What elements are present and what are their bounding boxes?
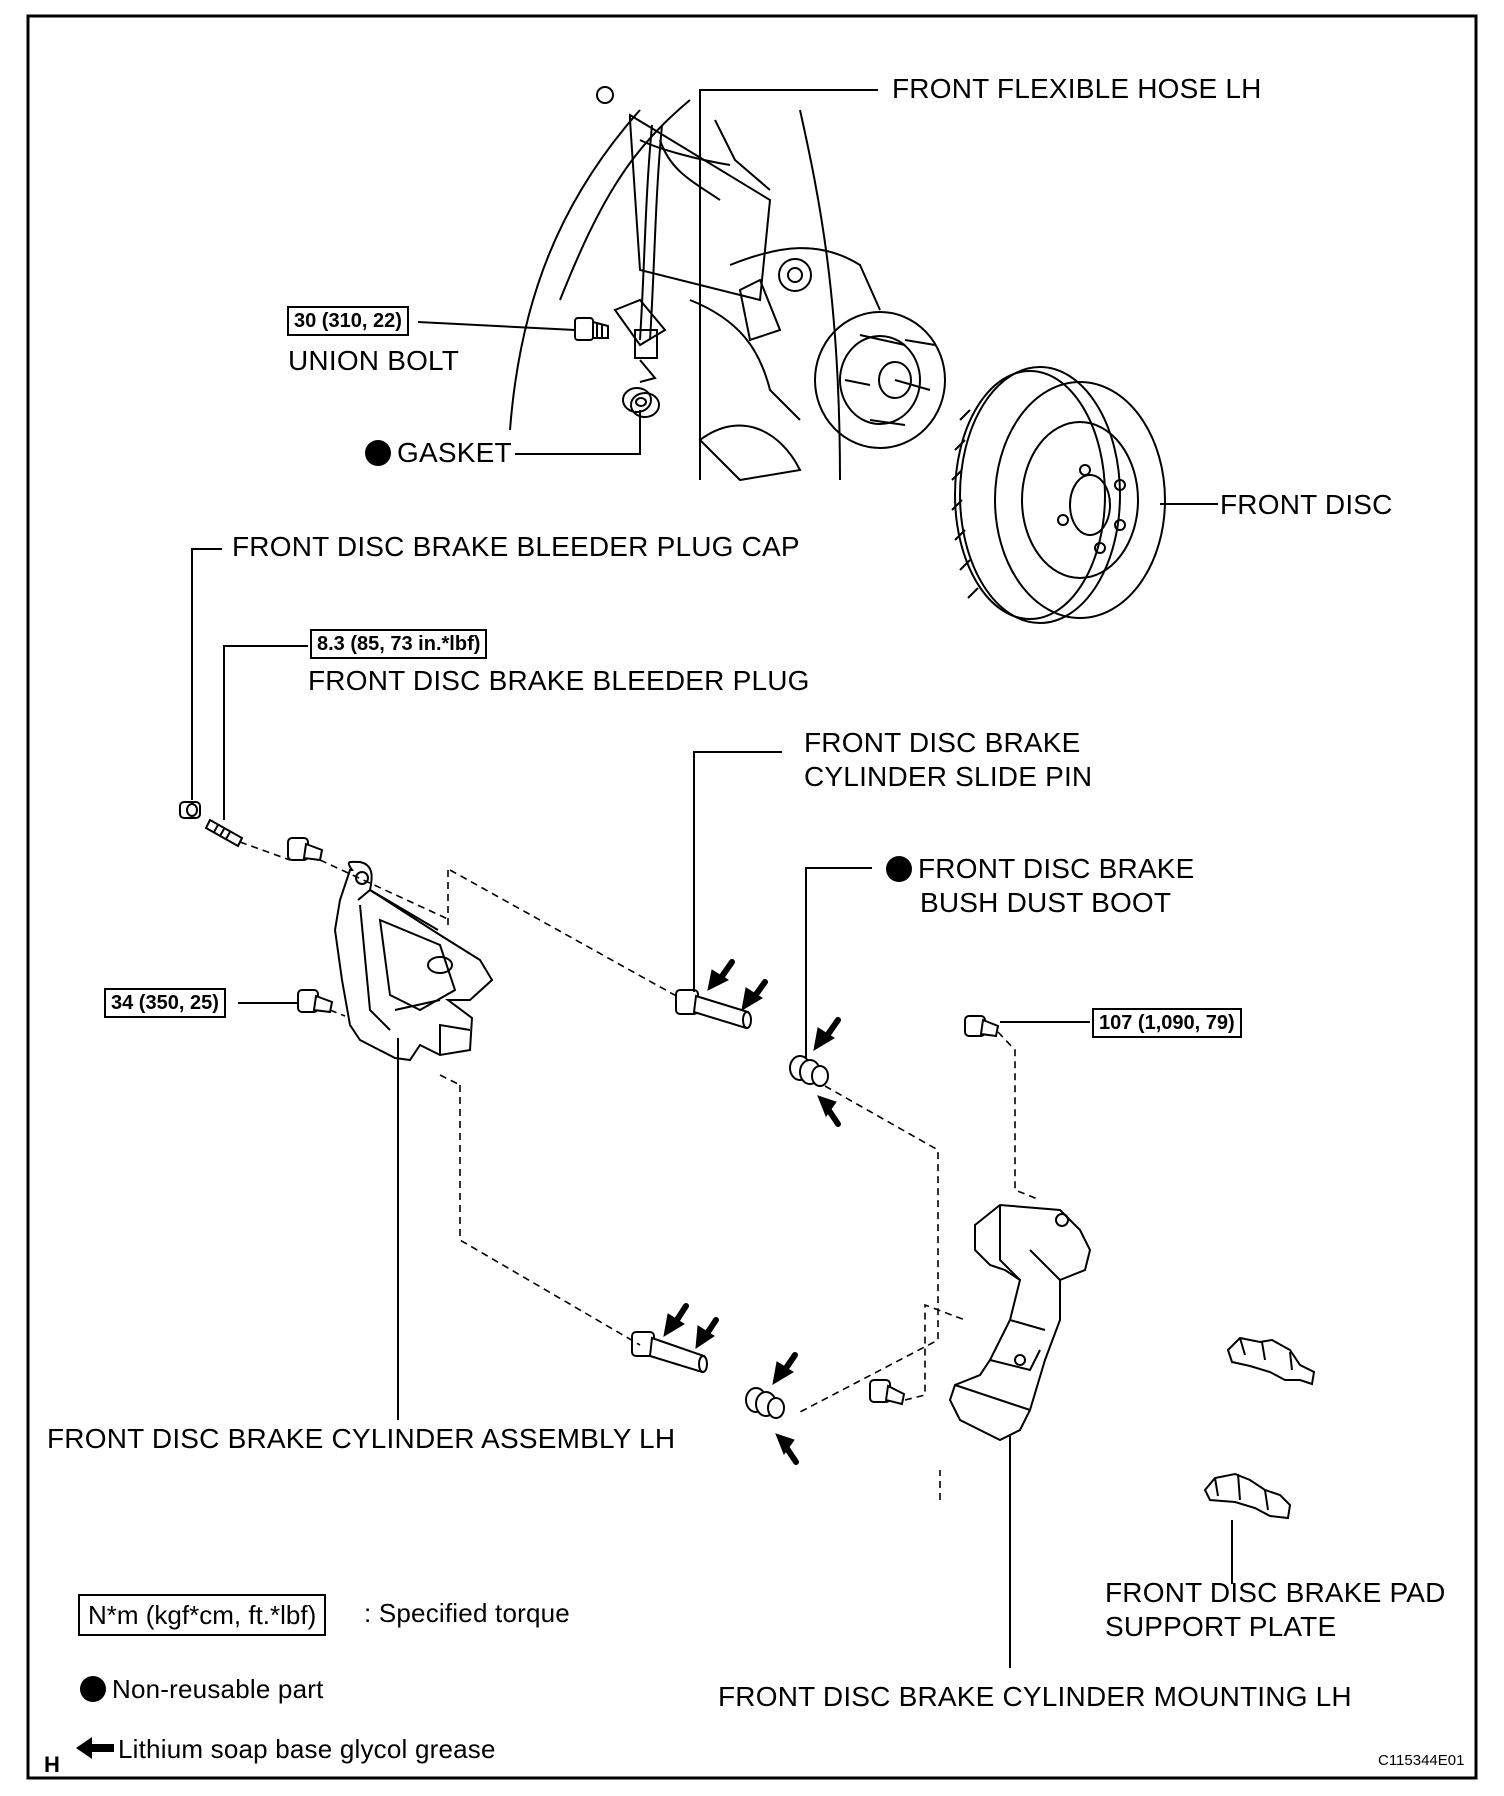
torque-cylinder: 34 (350, 25) — [104, 988, 226, 1018]
label-dust-boot-line1: FRONT DISC BRAKE — [886, 852, 1195, 886]
label-slide-pin-line1: FRONT DISC BRAKE — [804, 727, 1081, 758]
non-reusable-dot-icon — [886, 856, 912, 882]
legend-non-reusable-text: Non-reusable part — [112, 1674, 324, 1704]
label-front-flexible-hose: FRONT FLEXIBLE HOSE LH — [892, 73, 1262, 104]
gasket-drawing — [622, 387, 660, 418]
dust-boot-lower — [745, 1387, 785, 1419]
legend-grease: Lithium soap base glycol grease — [118, 1734, 496, 1764]
label-cylinder-mounting: FRONT DISC BRAKE CYLINDER MOUNTING LH — [718, 1681, 1352, 1712]
leader-lines — [191, 89, 1233, 1668]
cylinder-assembly-drawing — [333, 860, 494, 1062]
grease-arrow — [663, 1303, 689, 1337]
label-front-disc: FRONT DISC — [1220, 489, 1393, 520]
label-dust-boot-line2: BUSH DUST BOOT — [920, 887, 1172, 918]
label-union-bolt: UNION BOLT — [288, 345, 460, 376]
assembly-guide-lines — [239, 841, 1041, 1500]
slide-pin-lower — [631, 1331, 708, 1374]
pad-support-plate-drawing — [1203, 1336, 1316, 1520]
non-reusable-dot-icon — [365, 440, 391, 466]
non-reusable-dot-icon — [80, 1676, 106, 1702]
knuckle-assembly-drawing — [509, 86, 946, 482]
torque-union-bolt: 30 (310, 22) — [287, 306, 409, 336]
cylinder-lower-bolt — [297, 989, 334, 1014]
legend-torque-box: N*m (kgf*cm, ft.*lbf) — [78, 1594, 327, 1636]
slide-pin-upper — [675, 989, 752, 1030]
label-dust-boot-text1: FRONT DISC BRAKE — [918, 853, 1195, 884]
cylinder-upper-bolt — [287, 837, 324, 862]
grease-arrow — [707, 959, 735, 991]
label-bleeder-plug-cap: FRONT DISC BRAKE BLEEDER PLUG CAP — [232, 531, 800, 562]
grease-arrows — [663, 959, 841, 1465]
grease-arrow — [695, 1317, 719, 1349]
torque-mounting: 107 (1,090, 79) — [1092, 1008, 1242, 1038]
legend-torque-desc: : Specified torque — [364, 1598, 570, 1628]
grease-arrow — [741, 979, 768, 1011]
union-bolt-drawing — [574, 317, 609, 341]
flexible-hose-drawing — [634, 124, 663, 383]
torque-bleeder-plug: 8.3 (85, 73 in.*lbf) — [310, 629, 488, 659]
dust-boot-upper — [789, 1055, 829, 1087]
front-disc-drawing — [951, 366, 1166, 624]
figure-frame — [26, 14, 1478, 1780]
grease-arrow — [817, 1095, 841, 1127]
label-bleeder-plug: FRONT DISC BRAKE BLEEDER PLUG — [308, 665, 810, 696]
label-gasket-row: GASKET — [365, 436, 512, 470]
slide-pin-drawings — [631, 989, 752, 1374]
label-pad-plate-line1: FRONT DISC BRAKE PAD — [1105, 1577, 1446, 1608]
bolt-drawings — [287, 837, 1000, 1406]
grease-arrow — [775, 1433, 799, 1465]
grease-arrow-icon — [76, 1737, 114, 1759]
label-cylinder-assembly: FRONT DISC BRAKE CYLINDER ASSEMBLY LH — [47, 1423, 676, 1454]
label-gasket: GASKET — [397, 437, 512, 468]
corner-mark: H — [44, 1752, 60, 1777]
grease-arrow — [772, 1352, 798, 1385]
mounting-upper-bolt — [964, 1015, 1000, 1038]
label-pad-plate-line2: SUPPORT PLATE — [1105, 1611, 1337, 1642]
legend-non-reusable: Non-reusable part — [80, 1672, 324, 1706]
bleeder-parts-drawing — [179, 801, 244, 848]
cylinder-mounting-drawing — [948, 1203, 1092, 1442]
grease-arrow — [813, 1017, 841, 1051]
mounting-lower-bolt — [869, 1379, 906, 1406]
figure-code: C115344E01 — [1378, 1752, 1465, 1769]
dust-boot-drawings — [745, 1055, 829, 1419]
label-slide-pin-line2: CYLINDER SLIDE PIN — [804, 761, 1093, 792]
